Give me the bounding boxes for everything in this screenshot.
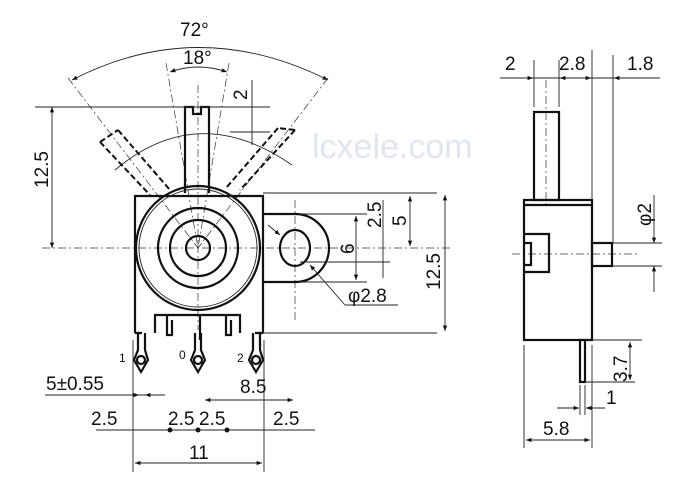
pin-label-2: 2 bbox=[237, 351, 244, 365]
pins bbox=[132, 333, 265, 375]
outer-ring bbox=[134, 184, 262, 312]
body-height-label: 12.5 bbox=[424, 253, 445, 290]
angle-72-label: 72° bbox=[180, 20, 209, 41]
body bbox=[133, 194, 265, 335]
tab-width-label: 6 bbox=[338, 243, 359, 254]
angle-18-label: 18° bbox=[183, 48, 212, 69]
body-depth-label: 5.8 bbox=[543, 419, 569, 440]
watermark: lcxele.com bbox=[312, 128, 473, 166]
bump-dia-label: φ2 bbox=[635, 203, 656, 226]
shaft-height-label: 12.5 bbox=[32, 151, 53, 188]
tab-offset-label: 2.5 bbox=[365, 202, 386, 228]
pin-thickness-label: 1 bbox=[606, 388, 617, 409]
mounting-hole bbox=[278, 228, 312, 268]
pitch-right-label: 2.5 bbox=[273, 409, 299, 430]
pitch-mid-right-label: 2.5 bbox=[199, 409, 225, 430]
tab-distance-label: 8.5 bbox=[240, 377, 266, 398]
pitch-mid-left-label: 2.5 bbox=[168, 409, 194, 430]
mounting-tab bbox=[263, 212, 331, 284]
slot-depth-label: 2 bbox=[231, 89, 252, 100]
side-bump bbox=[590, 241, 614, 268]
rotation-arc bbox=[114, 133, 293, 171]
shaft bbox=[183, 105, 211, 193]
pin-width-label: 5±0.55 bbox=[46, 374, 104, 395]
pin-length-label: 3.7 bbox=[611, 356, 632, 382]
shaft-offset-label: 2.8 bbox=[559, 54, 585, 75]
shaft-width-label: 2 bbox=[505, 54, 516, 75]
body-width-label: 11 bbox=[189, 443, 209, 464]
side-body bbox=[522, 198, 594, 342]
bump-length-label: 1.8 bbox=[627, 54, 653, 75]
side-shaft bbox=[532, 110, 561, 202]
pin-label-1: 1 bbox=[119, 351, 126, 365]
pitch-left-label: 2.5 bbox=[91, 409, 117, 430]
tab-half-label: 5 bbox=[390, 215, 411, 226]
front-view: 1 0 2 72° 18° 2 12.5 2.5 5 6 φ2.8 12.5 5… bbox=[32, 20, 450, 472]
shaft-hole bbox=[184, 234, 212, 262]
side-view: 2 2.8 1.8 φ2 3.7 1 5.8 bbox=[500, 50, 662, 448]
side-pin bbox=[578, 338, 587, 384]
angle-72-arc bbox=[71, 47, 329, 81]
pin-label-0: 0 bbox=[179, 348, 186, 362]
hole-dia-label: φ2.8 bbox=[348, 286, 387, 307]
angle-18-arc bbox=[169, 66, 228, 73]
